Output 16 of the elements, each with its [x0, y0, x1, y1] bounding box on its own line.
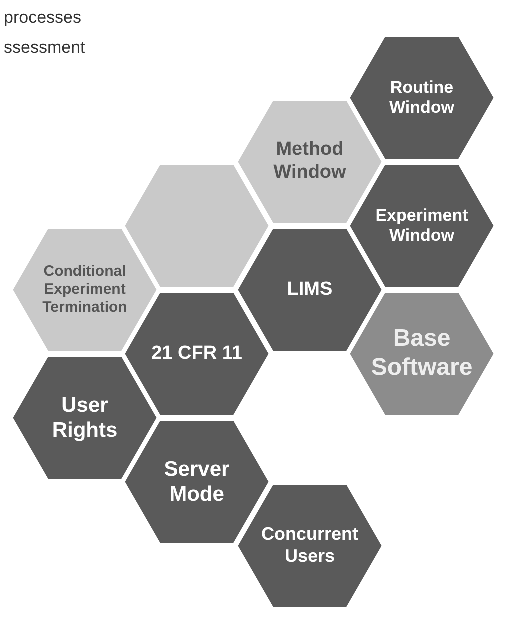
hexagon-tile — [347, 162, 497, 290]
hexagon-tile — [347, 34, 497, 162]
tile-label: Server Mode — [163, 456, 231, 508]
tile-label: User Rights — [51, 392, 119, 444]
tile-label: 21 CFR 11 — [152, 342, 242, 366]
hexagon-tile — [347, 290, 497, 418]
hexagon-tile — [235, 482, 385, 610]
tile-label: LIMS — [287, 278, 333, 302]
tile-label: Conditional Experiment Termination — [42, 263, 128, 317]
note-text: ssessment — [4, 38, 86, 58]
tile-label: Base Software — [370, 325, 474, 383]
tile-label: Method Window — [272, 139, 348, 185]
tile-label: Experiment Window — [374, 206, 470, 246]
tile-label: Concurrent Users — [260, 524, 360, 568]
tile-label: Routine Window — [388, 78, 456, 118]
note-text: processes — [4, 8, 82, 28]
